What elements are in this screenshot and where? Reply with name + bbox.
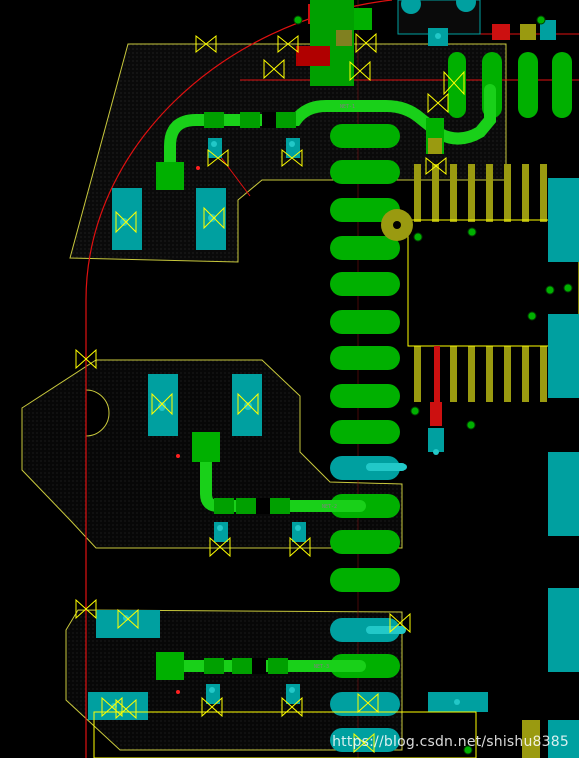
pour-region-bottom: [65, 609, 403, 751]
silk-outline: [93, 711, 477, 758]
right-side-pads: [428, 178, 579, 758]
trace-group-1: [156, 84, 496, 190]
vias: [111, 15, 573, 755]
bowtie-markers: [75, 32, 465, 754]
net-label-2: NET-2: [322, 504, 337, 510]
net-labels: NET-1 NET-2 NET-3: [314, 104, 355, 670]
net-label-1: NET-1: [340, 104, 355, 110]
trace-group-2: [192, 432, 366, 514]
watermark: https://blog.csdn.net/shishu8385: [332, 734, 569, 750]
ic-gold-fingers: [381, 164, 579, 402]
top-cluster: [296, 0, 556, 154]
trace-group-3: [156, 652, 366, 680]
net-label-3: NET-3: [314, 664, 329, 670]
